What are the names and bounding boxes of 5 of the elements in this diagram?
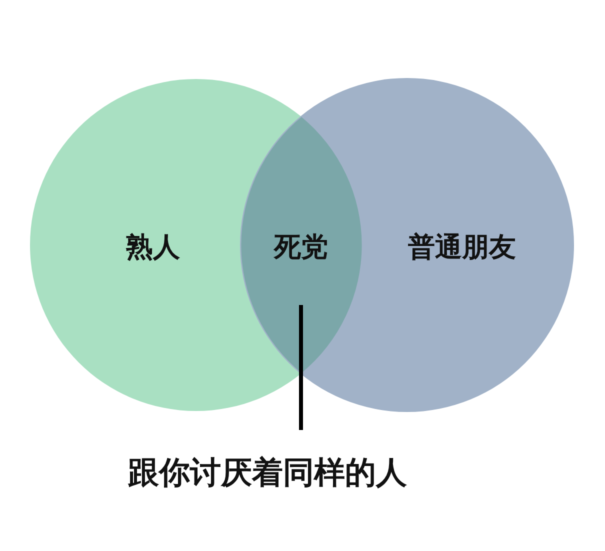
- leader-line: [299, 305, 303, 430]
- region-label: 熟人: [126, 231, 180, 265]
- region-label: 普通朋友: [408, 231, 516, 265]
- region-label: 死党: [274, 231, 328, 265]
- caption-text: 跟你讨厌着同样的人: [128, 454, 407, 493]
